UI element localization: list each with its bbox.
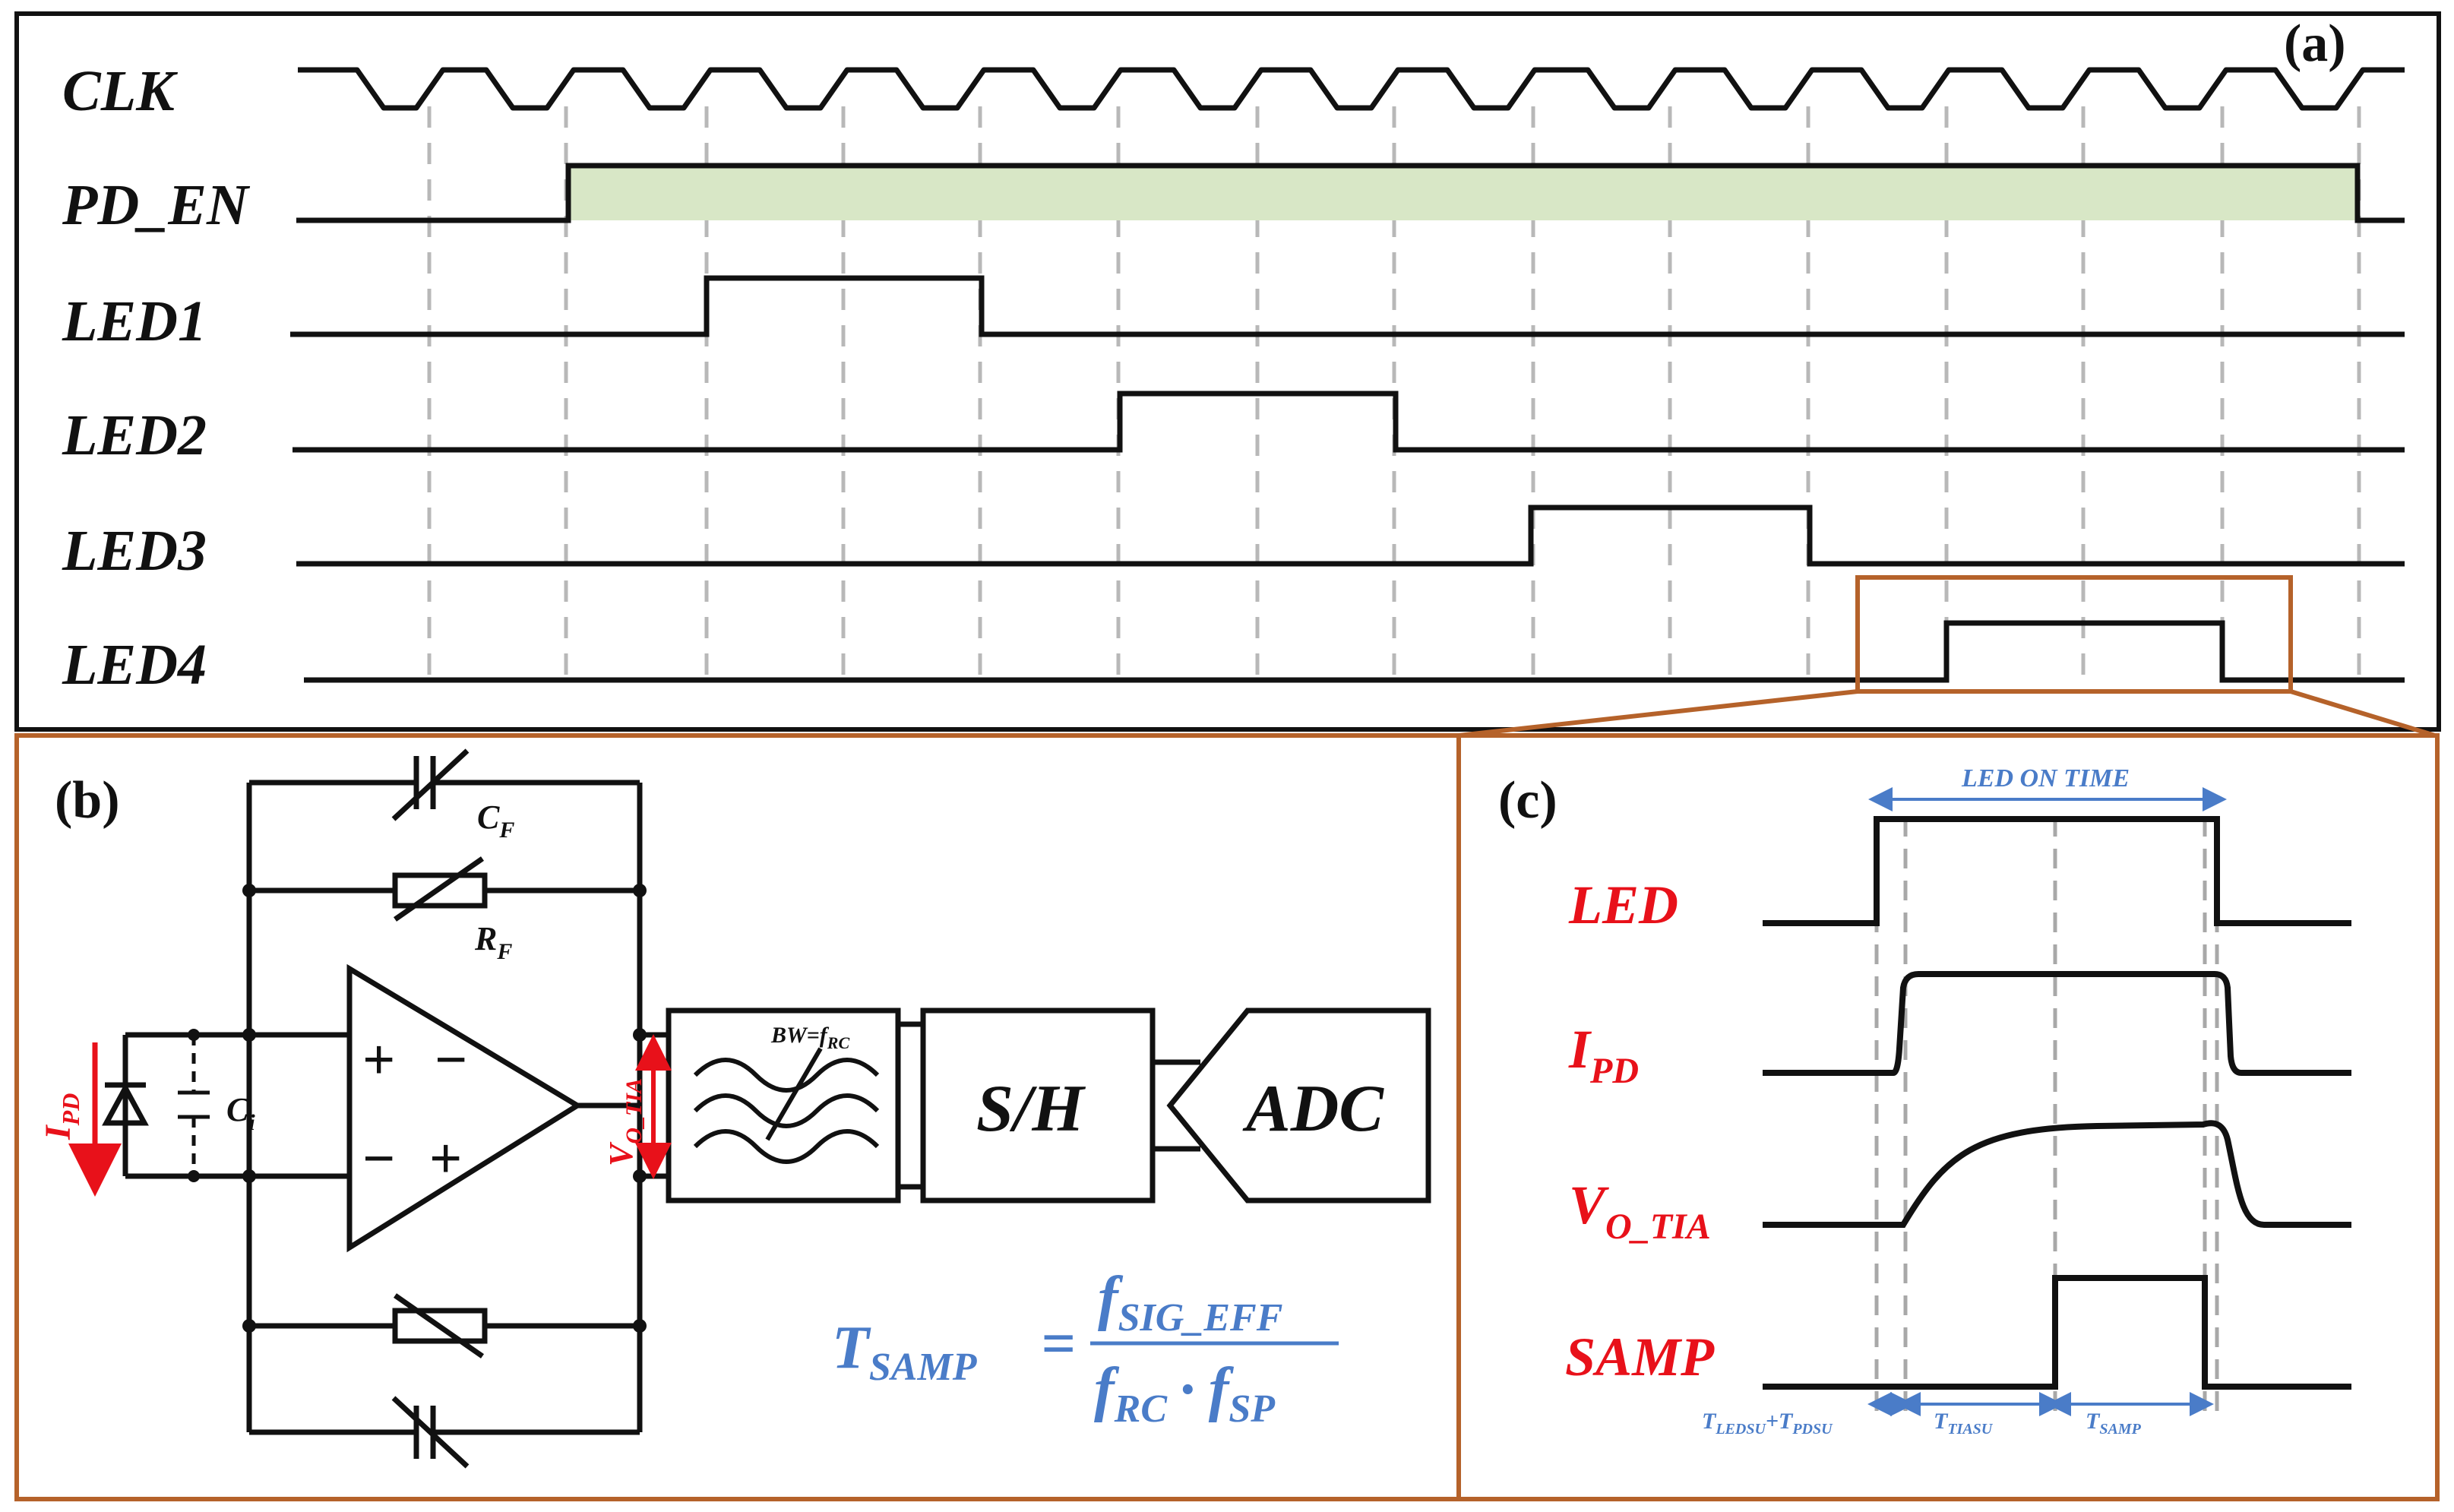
opamp-minus-top: − (435, 1028, 467, 1092)
filter-wave-icon (693, 1047, 880, 1164)
photodiode-symbol (102, 1082, 149, 1126)
panel-c-grid (1874, 817, 2219, 1421)
pd-en-active-region (568, 166, 2358, 220)
panel-b: (b) (14, 733, 1461, 1501)
label-rf: RF (474, 920, 512, 964)
sampling-formula: TSAMP = fSIG_EFF fRC·fSP (832, 1265, 1339, 1431)
panel-a-frame (14, 11, 2441, 732)
waveform-led2 (293, 391, 2405, 453)
interval-label-tiasu: TTIASU (1934, 1409, 1994, 1438)
waveform-c-ipd (1763, 971, 2351, 1076)
label-bw: BW=fRC (770, 1023, 849, 1052)
waveform-c-vo-tia (1763, 1120, 2351, 1228)
waveform-led3 (296, 505, 2405, 567)
label-sh: S/H (976, 1072, 1086, 1146)
waveform-c-samp (1763, 1275, 2351, 1390)
label-adc: ADC (1242, 1072, 1384, 1146)
label-ipd: IPD (38, 1093, 84, 1140)
panel-a: (a) CLK PD_EN LED1 LED2 LED3 LED4 (14, 11, 2441, 732)
input-capacitor-ci (178, 1035, 210, 1176)
formula-eq: = (1041, 1311, 1076, 1378)
tia-circuit (122, 748, 1431, 1469)
panel-c-led-label: LED (1568, 875, 1678, 935)
signal-name-led3: LED3 (62, 519, 207, 583)
zoom-connector-left (1458, 689, 1858, 738)
signal-name-led4: LED4 (62, 633, 207, 697)
zoom-connector-right (2290, 689, 2436, 738)
formula-lhs: TSAMP (832, 1314, 978, 1389)
led-on-time-label: LED ON TIME (1961, 764, 2130, 792)
waveform-c-led (1763, 816, 2351, 926)
label-ci: Ci (226, 1091, 255, 1135)
formula-denominator: fRC·fSP (1094, 1356, 1276, 1431)
waveform-led1 (290, 275, 2405, 337)
waveform-clk (298, 67, 2405, 111)
interval-label-setup: TLEDSU+TPDSU (1702, 1409, 1833, 1438)
panel-c-label: (c) (1498, 771, 1557, 830)
panel-b-label: (b) (55, 771, 120, 830)
opamp-plus-bottom: + (429, 1127, 462, 1191)
timing-grid (427, 106, 2361, 684)
panel-c-ipd-label: IPD (1568, 1019, 1639, 1091)
interval-label-samp: TSAMP (2086, 1409, 2142, 1438)
zoom-region-box (1855, 575, 2293, 694)
signal-name-led1: LED1 (62, 289, 207, 353)
waveform-pd-en (296, 163, 2405, 223)
label-vo-tia: VO_TIA (602, 1078, 647, 1166)
opamp-plus-top: + (362, 1028, 395, 1092)
panel-c-frame (1456, 733, 2440, 1501)
formula-numerator: fSIG_EFF (1098, 1265, 1282, 1340)
signal-name-pd-en: PD_EN (62, 173, 251, 237)
opamp-minus-bottom: − (362, 1127, 395, 1191)
signal-name-led2: LED2 (62, 403, 207, 467)
panel-c: (c) LED ON TIME LED IPD VO_TIA SAMP TLED… (1456, 733, 2440, 1501)
waveform-led4 (304, 620, 2405, 683)
signal-name-clk: CLK (62, 59, 178, 123)
panel-a-label: (a) (2284, 14, 2346, 73)
label-cf: CF (477, 799, 514, 843)
panel-c-samp-label: SAMP (1565, 1327, 1715, 1387)
panel-c-vo-label: VO_TIA (1569, 1175, 1711, 1247)
